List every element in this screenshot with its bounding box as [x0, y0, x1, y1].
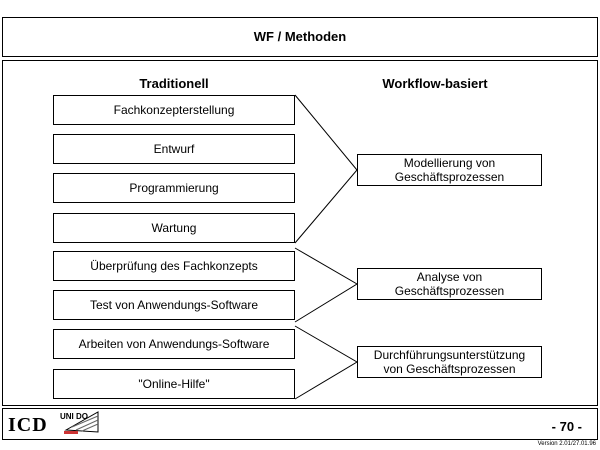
slide-title: WF / Methoden — [253, 29, 347, 44]
connector-group-3 — [294, 325, 358, 400]
box-durchfuehrung: Durchführungsunterstützung von Geschäfts… — [357, 346, 542, 378]
icd-logo: ICD — [8, 414, 48, 436]
box-wartung: Wartung — [53, 213, 295, 243]
box-modellierung: Modellierung von Geschäftsprozessen — [357, 154, 542, 186]
box-ueberpruefung: Überprüfung des Fachkonzepts — [53, 251, 295, 281]
box-label: Fachkonzepterstellung — [113, 103, 235, 117]
title-bar: WF / Methoden — [2, 17, 598, 57]
box-entwurf: Entwurf — [53, 134, 295, 164]
box-label: Entwurf — [153, 142, 195, 156]
box-label-line1: Modellierung von — [403, 156, 496, 170]
box-label-line2: Geschäftsprozessen — [394, 284, 505, 298]
box-analyse: Analyse von Geschäftsprozessen — [357, 268, 542, 300]
box-label: Arbeiten von Anwendungs-Software — [78, 337, 270, 351]
page-number: - 70 - — [551, 419, 582, 434]
version-text: Version 2.01/27.01.96 — [537, 441, 596, 447]
box-label: Wartung — [151, 221, 197, 235]
box-label: Überprüfung des Fachkonzepts — [90, 259, 258, 273]
unido-logo-icon — [64, 411, 99, 434]
connector-group-2 — [294, 247, 358, 323]
box-label: Programmierung — [129, 181, 219, 195]
box-programmierung: Programmierung — [53, 173, 295, 203]
box-label-line2: Geschäftsprozessen — [394, 170, 505, 184]
heading-workflow: Workflow-basiert — [382, 76, 488, 91]
box-label: Test von Anwendungs-Software — [89, 298, 259, 312]
box-fachkonzepterstellung: Fachkonzepterstellung — [53, 95, 295, 125]
connector-group-1 — [294, 94, 358, 244]
box-label-line2: von Geschäftsprozessen — [383, 362, 516, 376]
unido-logo-text: UNI DO — [60, 412, 88, 421]
box-label: "Online-Hilfe" — [138, 377, 210, 391]
box-arbeiten: Arbeiten von Anwendungs-Software — [53, 329, 295, 359]
box-label-line1: Analyse von — [416, 270, 483, 284]
box-label-line1: Durchführungsunterstützung — [373, 348, 526, 362]
box-test: Test von Anwendungs-Software — [53, 290, 295, 320]
heading-traditionell: Traditionell — [139, 76, 209, 91]
footer-bar — [2, 408, 598, 440]
box-online-hilfe: "Online-Hilfe" — [53, 369, 295, 399]
